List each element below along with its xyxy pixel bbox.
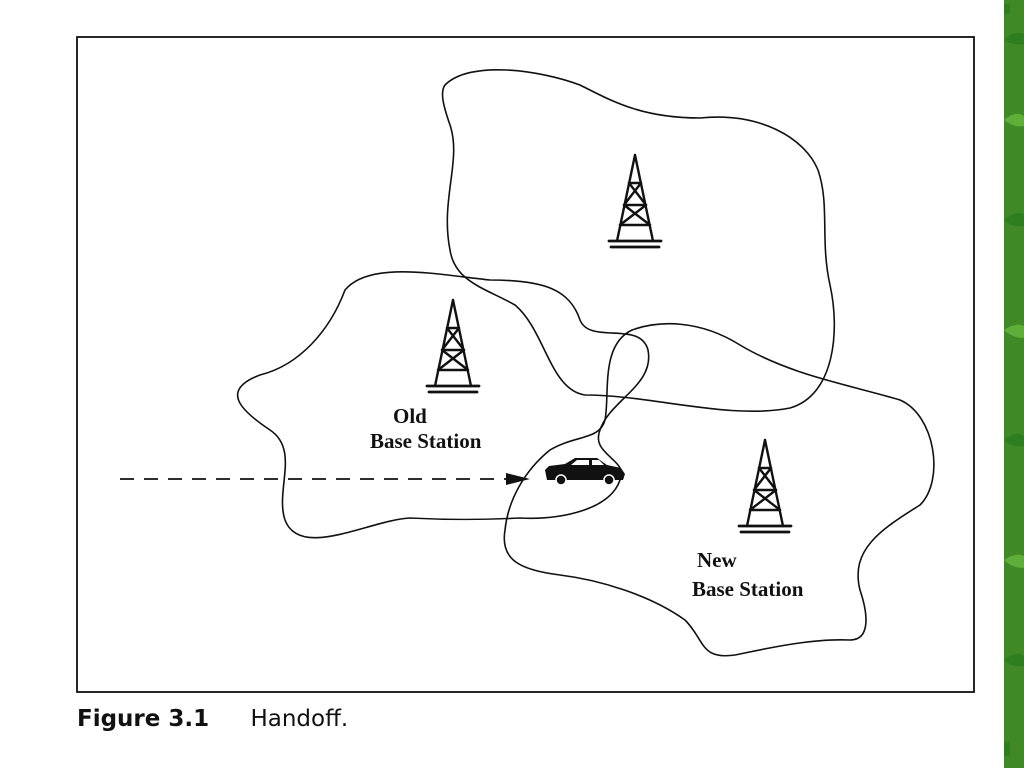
cell-tower-icon (607, 153, 663, 249)
new-base-station-tower-icon (737, 438, 793, 534)
figure-frame (76, 36, 975, 693)
arrowhead-icon (506, 473, 530, 485)
old-base-station-tower-icon (425, 298, 481, 394)
figure-title: Handoff. (250, 706, 349, 732)
car-icon (545, 458, 625, 486)
new-station-label-line2: Base Station (692, 577, 804, 601)
old-station-label-line1: Old (393, 404, 427, 428)
old-cell-boundary (236, 271, 650, 539)
new-station-label-line1: New (697, 548, 737, 572)
top-cell-boundary (441, 69, 836, 413)
old-station-label-line2: Base Station (370, 429, 482, 453)
new-cell-boundary (503, 322, 935, 657)
figure-caption: Figure 3.1 Handoff. (77, 706, 348, 732)
figure-number: Figure 3.1 (77, 706, 210, 732)
